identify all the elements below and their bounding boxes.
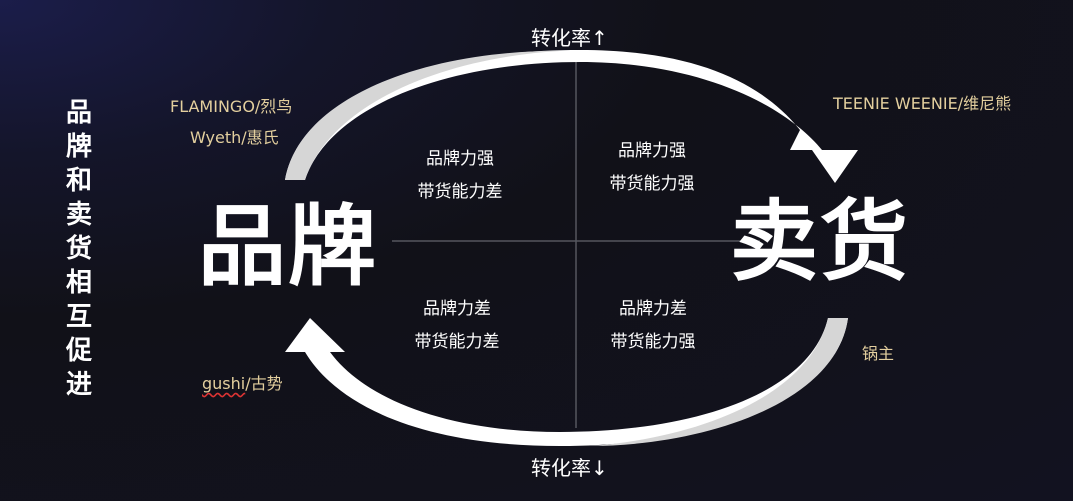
quadrant-line: 带货能力差 xyxy=(414,332,500,352)
brand-example-wyeth: Wyeth/惠氏 xyxy=(190,128,279,147)
side-title-char: 和 xyxy=(65,166,92,196)
quadrant-line: 品牌力强 xyxy=(426,149,494,169)
brand-example-teenie-weenie: TEENIE WEENIE/维尼熊 xyxy=(833,94,1012,113)
brand-example-gushi: gushi/古势 xyxy=(202,370,283,394)
brand-example-gushi-latin: gushi xyxy=(202,374,246,393)
side-title-char: 促 xyxy=(65,336,92,366)
quadrant-line: 带货能力强 xyxy=(609,174,695,194)
quadrant-top-right: 品牌力强 带货能力强 xyxy=(592,135,712,201)
sales-big-label: 卖货 xyxy=(730,190,911,293)
quadrant-line: 品牌力强 xyxy=(618,141,686,161)
brand-example-gushi-cn: /古势 xyxy=(245,374,283,393)
quadrant-top-left: 品牌力强 带货能力差 xyxy=(400,143,520,209)
quadrant-bottom-left: 品牌力差 带货能力差 xyxy=(397,293,517,359)
side-title-char: 相 xyxy=(65,268,92,298)
quadrant-line: 带货能力差 xyxy=(417,182,503,202)
side-title-char: 互 xyxy=(65,302,92,332)
conversion-down-label: 转化率↓ xyxy=(531,456,608,480)
brand-big-label: 品牌 xyxy=(198,195,379,298)
side-title: 品 牌 和 卖 货 相 互 促 进 xyxy=(62,96,96,402)
brand-example-flamingo: FLAMINGO/烈鸟 xyxy=(170,97,293,116)
top-arrow-icon xyxy=(285,50,858,183)
side-title-char: 品 xyxy=(65,98,92,128)
quadrant-line: 品牌力差 xyxy=(423,299,491,319)
side-title-char: 牌 xyxy=(65,132,92,162)
side-title-char: 卖 xyxy=(65,200,92,230)
conversion-up-label: 转化率↑ xyxy=(531,26,608,50)
bottom-arrow-icon xyxy=(285,318,848,446)
quadrant-line: 带货能力强 xyxy=(610,332,696,352)
quadrant-bottom-right: 品牌力差 带货能力强 xyxy=(593,293,713,359)
side-title-char: 货 xyxy=(65,234,92,264)
quadrant-line: 品牌力差 xyxy=(619,299,687,319)
side-title-char: 进 xyxy=(65,370,92,400)
brand-example-guozhu: 锅主 xyxy=(862,344,895,363)
